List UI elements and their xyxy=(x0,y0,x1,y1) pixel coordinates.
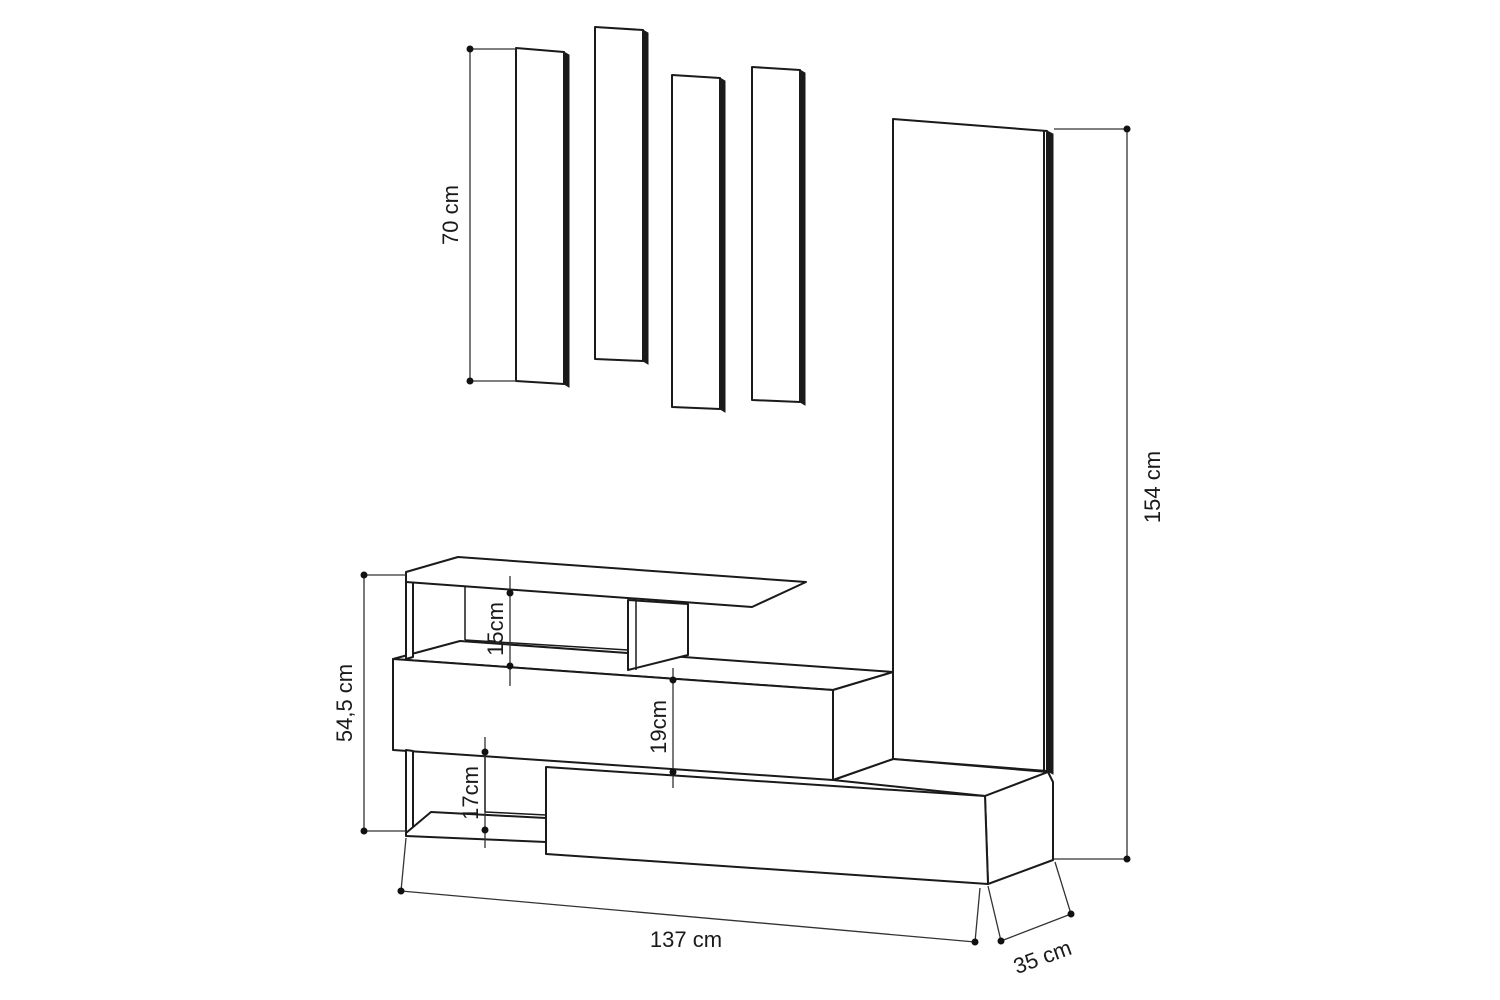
upper-drawer-front xyxy=(392,658,834,781)
label-137cm: 137 cm xyxy=(650,927,722,952)
label-19cm: 19cm xyxy=(646,700,671,754)
shelf-divider xyxy=(627,599,689,671)
label-54-5cm: 54,5 cm xyxy=(332,664,357,742)
left-side-bottom xyxy=(405,749,414,834)
dimension-19: 19cm xyxy=(646,668,677,788)
wall-panel-3 xyxy=(671,74,726,413)
label-70cm: 70 cm xyxy=(438,185,463,245)
dimension-17: 17cm xyxy=(458,737,489,848)
label-15cm: 15cm xyxy=(483,602,508,656)
dimension-70: 70 cm xyxy=(438,45,516,385)
dimension-15: 15cm xyxy=(483,576,514,686)
dimension-154: 154 cm xyxy=(1054,125,1165,863)
dimension-54-5: 54,5 cm xyxy=(332,571,406,835)
label-35cm: 35 cm xyxy=(1010,935,1075,979)
left-side-top xyxy=(405,576,414,660)
wall-panel-4 xyxy=(751,66,806,406)
wall-panel-1 xyxy=(515,47,570,388)
bottom-shelf xyxy=(405,811,547,843)
wall-panel-2 xyxy=(594,26,649,365)
label-17cm: 17cm xyxy=(458,766,483,820)
dimension-137: 137 cm xyxy=(397,837,981,952)
tall-back-panel xyxy=(892,118,1054,775)
top-shelf xyxy=(405,556,807,608)
cabinet xyxy=(392,556,1054,885)
label-154cm: 154 cm xyxy=(1140,451,1165,523)
wall-panels xyxy=(515,26,806,413)
